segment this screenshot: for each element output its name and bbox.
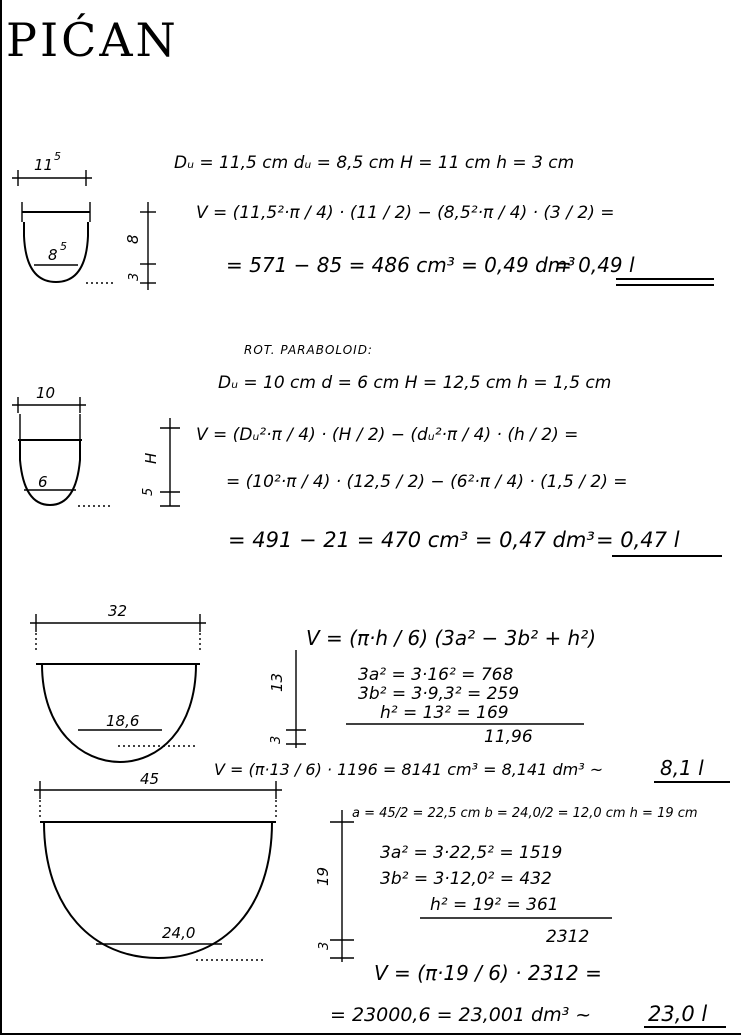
vessel-4-line-1: 3a² = 3·22,5² = 1519	[380, 843, 562, 863]
vessel-body	[23, 222, 89, 284]
height-label: 19	[314, 867, 332, 886]
vessel-4-sum: 2312	[546, 927, 589, 947]
vessel-4-ab: a = 45/2 = 22,5 cm b = 24,0/2 = 12,0 cm …	[352, 806, 698, 821]
top-width-label: 45	[140, 770, 159, 788]
vessel-4-line-2: 3b² = 3·12,0² = 432	[380, 869, 552, 889]
page-title: PIĆAN	[6, 12, 179, 67]
vessel-4-result: 23,0 l	[648, 1002, 707, 1026]
height-label: 13	[268, 673, 286, 692]
vessel-3-sum: 11,96	[484, 727, 533, 747]
top-width-label: 32	[108, 602, 127, 620]
bottom-width-label: 8	[48, 246, 58, 264]
top-width-label: 10	[36, 384, 55, 402]
vessel-2-formula: V = (Dᵤ²·π / 4) · (H / 2) − (dᵤ²·π / 4) …	[196, 425, 578, 445]
base-label: 3	[317, 942, 332, 950]
vessel-1-result: = 0,49 l	[555, 253, 635, 277]
vessel-1-params: Dᵤ = 11,5 cm dᵤ = 8,5 cm H = 11 cm h = 3…	[174, 153, 574, 173]
vessel-3-line-3: h² = 13² = 169	[380, 703, 509, 723]
vessel-3-line-1: 3a² = 3·16² = 768	[358, 665, 513, 685]
bottom-width-label: 6	[38, 473, 48, 491]
vessel-2-calc: = 491 − 21 = 470 cm³ = 0,47 dm³	[228, 528, 595, 552]
base-label: 3	[127, 273, 142, 281]
vessel-4-formula: V = (π·19 / 6) · 2312 =	[374, 961, 602, 985]
base-label: 3	[269, 736, 284, 744]
vessel-4-line-3: h² = 19² = 361	[430, 895, 559, 915]
vessel-1-calc: = 571 − 85 = 486 cm³ = 0,49 dm³	[226, 253, 575, 277]
vessel-body	[41, 663, 197, 764]
vessel-body	[19, 440, 81, 507]
vessel-body	[43, 821, 273, 960]
bottom-width-label: 18,6	[106, 712, 139, 730]
vessel-1-formula: V = (11,5²·π / 4) · (11 / 2) − (8,5²·π /…	[196, 203, 615, 223]
section-2-heading: ROT. PARABOLOID:	[244, 343, 373, 357]
base-label: 5	[141, 488, 156, 496]
height-label: H	[142, 453, 160, 464]
bottom-width-label-sup: 5	[60, 240, 67, 253]
height-label: 8	[124, 234, 142, 244]
vessel-4-calc: = 23000,6 = 23,001 dm³ ~	[330, 1004, 591, 1026]
vessel-3-result: 8,1 l	[660, 756, 704, 780]
top-width-label-sup: 5	[54, 150, 61, 163]
vessel-3-sketch: 32 18,6 13 3	[30, 602, 306, 764]
vessel-2-subst: = (10²·π / 4) · (12,5 / 2) − (6²·π / 4) …	[226, 472, 627, 492]
vessel-2-result: = 0,47 l	[596, 528, 680, 552]
vessel-1-sketch: 11 5 8 5 8 3	[12, 150, 156, 290]
top-width-label: 11	[34, 156, 53, 174]
bottom-width-label: 24,0	[162, 924, 195, 942]
vessel-3-formula: V = (π·h / 6) (3a² − 3b² + h²)	[306, 626, 596, 650]
vessel-3-line-2: 3b² = 3·9,3² = 259	[358, 684, 519, 704]
vessel-4-sketch: 45 24,0 19 3	[34, 770, 354, 962]
vessel-2-sketch: 10 6 H 5	[12, 384, 180, 507]
vessel-2-params: Dᵤ = 10 cm d = 6 cm H = 12,5 cm h = 1,5 …	[218, 373, 611, 393]
vessel-3-calc: V = (π·13 / 6) · 1196 = 8141 cm³ = 8,141…	[214, 760, 603, 779]
